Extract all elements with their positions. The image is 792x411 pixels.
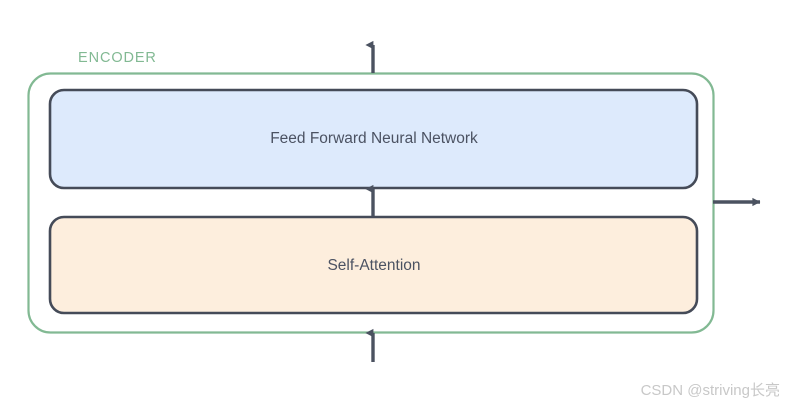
encoder-title-label: ENCODER	[78, 50, 157, 66]
self-attention-block[interactable]	[48, 215, 699, 315]
watermark-text: CSDN @striving长亮	[640, 382, 780, 399]
self-attention-block-label: Self-Attention	[327, 257, 421, 274]
feed-forward-block[interactable]	[48, 88, 699, 190]
feed-forward-block-label: Feed Forward Neural Network	[270, 130, 478, 147]
